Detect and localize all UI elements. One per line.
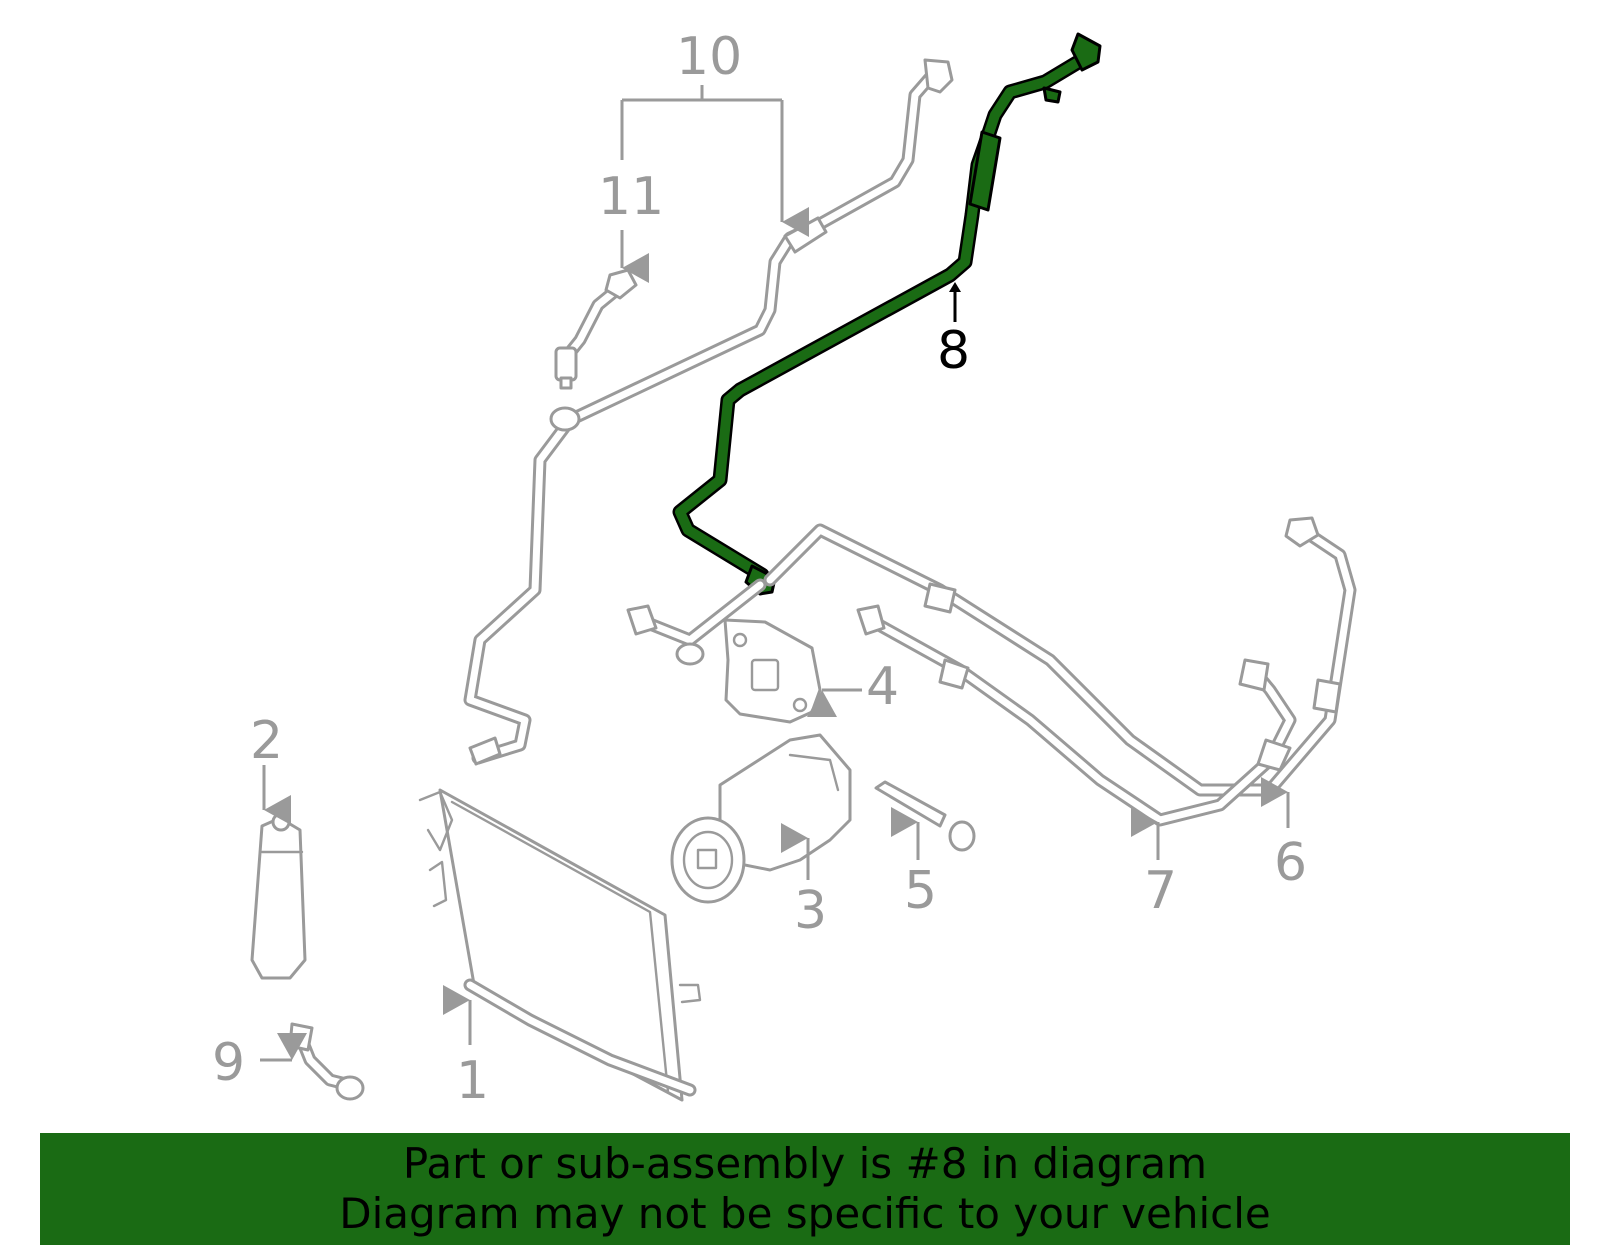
callout-11: 11: [598, 167, 664, 227]
part-11-hose: [554, 268, 638, 390]
callout-1: 1: [456, 1051, 489, 1111]
info-banner: Part or sub-assembly is #8 in diagram Di…: [40, 1133, 1570, 1245]
part-10-tube: [463, 58, 954, 766]
callout-10: 10: [676, 27, 742, 87]
callout-8: 8: [937, 321, 970, 381]
part-4-bracket: [723, 618, 822, 724]
part-2-drier: [250, 812, 307, 980]
banner-line-2: Diagram may not be specific to your vehi…: [339, 1189, 1271, 1238]
part-8-highlighted-line: [672, 32, 1102, 596]
callout-5: 5: [904, 861, 937, 921]
banner-line-1: Part or sub-assembly is #8 in diagram: [402, 1139, 1208, 1188]
part-1-condenser: [418, 788, 702, 1102]
leader-lines: [260, 85, 1290, 1062]
callout-7: 7: [1144, 861, 1177, 921]
callout-3: 3: [794, 881, 827, 941]
part-6-7-hoses: [763, 516, 1357, 827]
callout-2: 2: [250, 711, 283, 771]
part-3-compressor: [670, 733, 852, 904]
callout-4: 4: [866, 657, 899, 717]
connector-tube: [626, 578, 767, 666]
part-5-bolt: [874, 780, 976, 852]
part-9-hose: [288, 1022, 365, 1101]
callout-6: 6: [1274, 833, 1307, 893]
callout-9: 9: [212, 1033, 245, 1093]
